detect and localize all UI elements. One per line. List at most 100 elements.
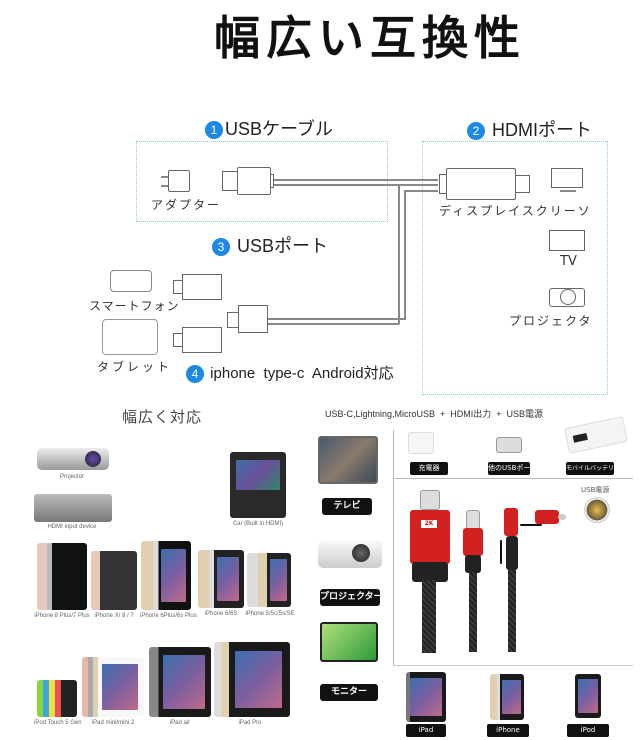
projector-tag: プロジェクター: [320, 589, 383, 606]
ipad-image: [406, 672, 446, 722]
tv-label: TV: [560, 254, 577, 269]
iphone-image: [37, 543, 87, 610]
number-badge: 1: [205, 121, 223, 140]
usb-cable-braid: [469, 572, 477, 652]
micro-plug-icon: [238, 305, 268, 333]
left-panel-heading: 幅広く対応: [122, 408, 203, 426]
smartphone-icon: [110, 270, 152, 292]
adapter-prong: [161, 176, 168, 178]
hdmi-input-device-image: [34, 494, 112, 522]
typec-connector-head: [535, 510, 559, 524]
ipad-caption: iPad air: [169, 720, 191, 726]
usb-port-image: [496, 437, 522, 453]
tablet-icon: [102, 319, 158, 355]
usb-cable-head: [463, 528, 483, 556]
cable-line: [268, 318, 405, 320]
usb-plug-tip: [222, 171, 238, 191]
iphone-tag: iPhone: [487, 724, 529, 737]
monitor-image: [320, 622, 378, 662]
monitor-stand: [560, 190, 576, 192]
hdmi-plug-tip: [515, 175, 530, 193]
typec-tip: [558, 514, 566, 520]
smartphone-label: スマートフォン: [89, 299, 180, 313]
projector-image: [37, 448, 109, 470]
panel-divider: [393, 665, 633, 666]
iphone-caption: iPhone 5/5c/5s/SE: [245, 611, 295, 617]
number-badge: 2: [467, 122, 485, 141]
section-label: USBケーブル: [225, 119, 333, 139]
iphone-image: [91, 551, 137, 610]
cable-line: [274, 184, 438, 186]
section-label: HDMIポート: [492, 120, 593, 140]
multi-connector-head: [504, 508, 518, 536]
usb-port-tag: 他のUSBポート: [488, 462, 537, 475]
hdmi-connector: [420, 490, 440, 510]
ipod-tag: iPod: [567, 724, 609, 737]
typec-plug-icon: [182, 327, 222, 353]
monitor-tag: モニター: [320, 684, 378, 701]
ipad-caption: iPad Pro: [238, 720, 262, 726]
usb-plug-collar: [270, 174, 274, 188]
ipad-mini-image: [82, 657, 144, 717]
split-cable: [520, 524, 542, 526]
multi-cable-braid: [508, 570, 516, 652]
charger-tag: 充電器: [410, 462, 448, 475]
ipod-image: [575, 674, 601, 718]
ipad-caption: iPad mini/mini 2: [91, 720, 135, 726]
tv-image: [318, 436, 378, 484]
hdmi-cable-braid: [422, 580, 436, 653]
cable-line: [398, 184, 400, 324]
iphone-caption: iPhone 8 Plus/7 Plus: [34, 613, 90, 619]
cable-strain-relief: [506, 536, 518, 570]
usb-plug-icon: [237, 167, 271, 195]
cable-line: [404, 190, 438, 192]
section-label: iphone type-c Android対応: [210, 365, 394, 382]
iphone-caption: iPhone X/ 8 / 7: [94, 613, 134, 619]
iphone-caption: iPhone 6Plus/6s Plus: [140, 613, 197, 619]
right-panel-heading: USB-C,Lightning,MicroUSB + HDMI出力 + USB電…: [325, 409, 544, 419]
section-usb-port: 3 USBポート: [212, 232, 328, 258]
section-compatibility: 4 iphone type-c Android対応: [186, 362, 394, 384]
adapter-label: アダプター: [151, 198, 222, 212]
adapter-prong: [161, 185, 168, 187]
adapter-icon: [168, 170, 190, 192]
tv-tag: テレビ: [322, 498, 372, 515]
split-cable: [500, 540, 502, 564]
device-caption: Car (Built in HDMI): [232, 521, 284, 527]
ipad-tag: iPad: [406, 724, 446, 737]
monitor-icon: [551, 168, 583, 188]
charger-image: [408, 432, 434, 454]
mobile-battery-tag: モバイルバッテリー: [566, 462, 620, 475]
usb-power-label: USB電源: [581, 486, 610, 494]
tablet-label: タブレット: [97, 360, 173, 374]
cable-strain-relief: [465, 555, 481, 573]
projector-label: プロジェクタ: [509, 314, 593, 328]
usb-cable-box: [136, 141, 388, 222]
panel-divider: [393, 478, 633, 479]
projector-lens: [560, 289, 576, 305]
number-badge: 3: [212, 238, 230, 257]
iphone-image: [198, 550, 244, 608]
usb-connector-image: [584, 497, 610, 523]
ipad-air-image: [149, 647, 211, 717]
mobile-battery-image: [563, 416, 629, 454]
car-display-image: [230, 452, 286, 518]
hdmi-plug-icon: [446, 168, 516, 200]
display-label: ディスプレイスクリーソ: [439, 204, 592, 218]
cable-line: [268, 323, 399, 325]
section-hdmi-port: 2 HDMIポート: [467, 116, 592, 142]
ipad-pro-image: [214, 642, 290, 717]
tv-icon: [549, 230, 585, 251]
hdmi-port-box: [422, 141, 608, 395]
cable-line: [274, 179, 438, 181]
ipad-caption: iPod Touch 5 Gen: [34, 720, 82, 726]
projector-photo: [318, 540, 382, 568]
device-caption: HDMI input device: [47, 524, 97, 530]
lightning-plug-icon: [182, 274, 222, 300]
iphone-image: [141, 541, 191, 610]
device-caption: Projector: [59, 474, 84, 480]
usb-a-connector: [466, 510, 480, 530]
cable-strain-relief: [412, 562, 448, 582]
resolution-badge: 2K: [421, 520, 437, 528]
